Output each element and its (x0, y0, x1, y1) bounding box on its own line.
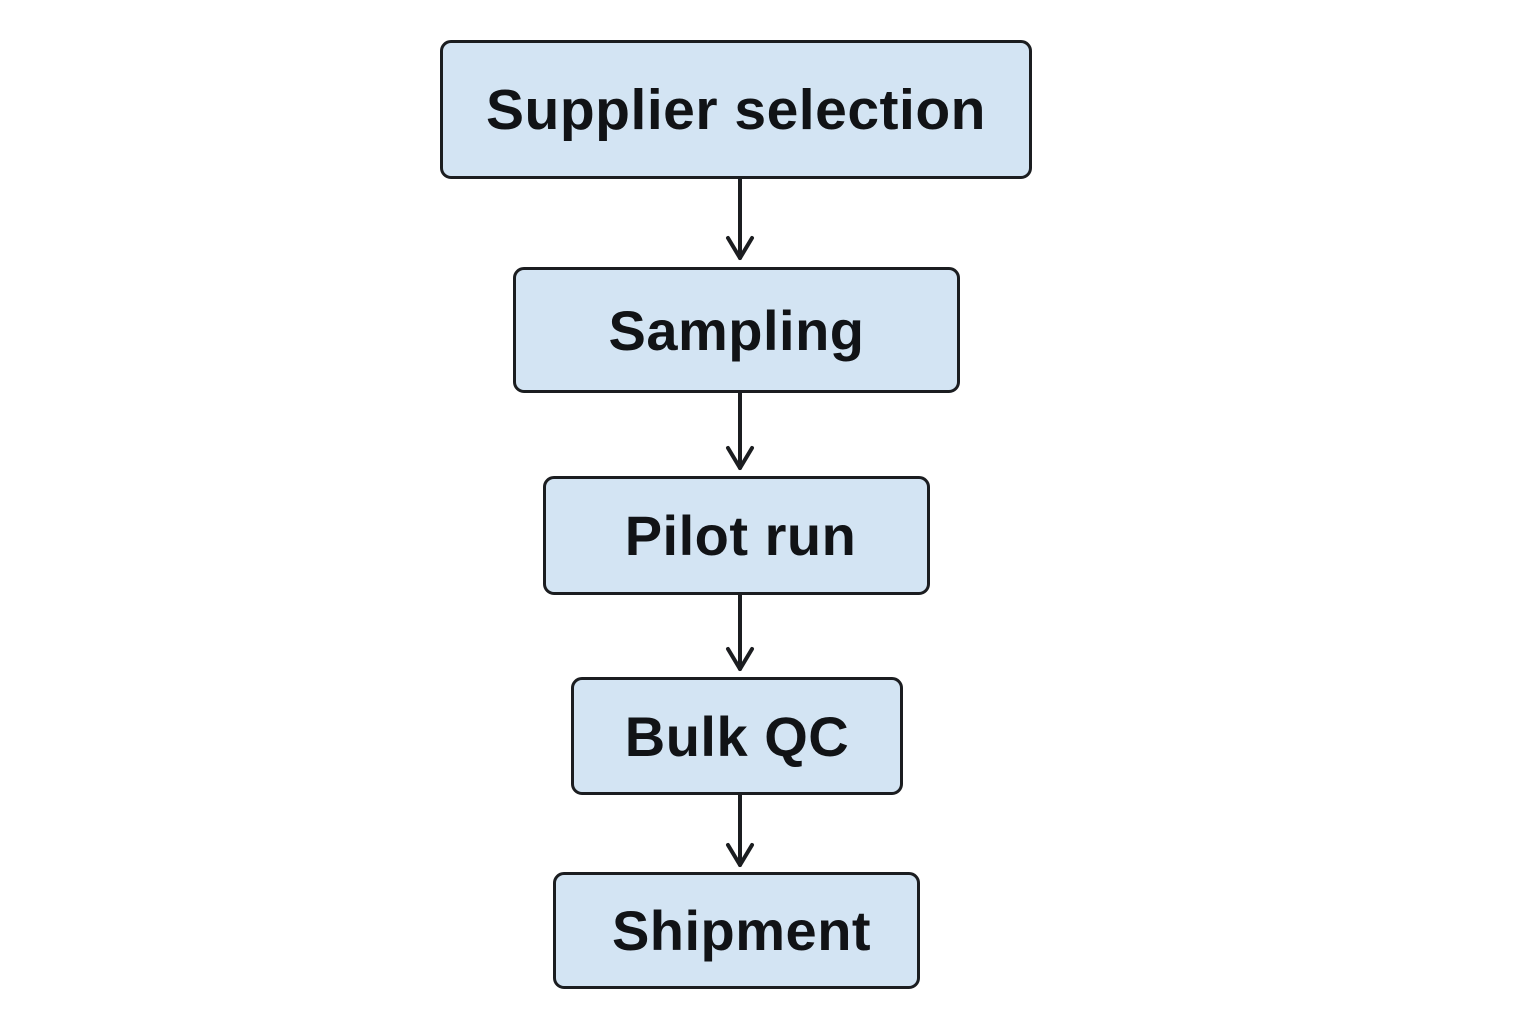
node-label: Bulk QC (624, 704, 850, 768)
arrow-pilot-to-bulkqc (726, 593, 754, 671)
arrowhead-icon (726, 647, 754, 671)
node-supplier-selection: Supplier selection (440, 40, 1032, 179)
node-label: Supplier selection (486, 77, 986, 142)
node-label: Pilot run (624, 504, 857, 567)
node-label: Shipment (611, 899, 872, 962)
node-label: Sampling (608, 298, 865, 362)
node-sampling: Sampling (513, 267, 960, 393)
node-pilot-run: Pilot run (543, 476, 930, 595)
arrow-bulkqc-to-shipment (726, 793, 754, 867)
arrowhead-icon (726, 843, 754, 867)
node-shipment: Shipment (553, 872, 920, 989)
arrowhead-icon (726, 236, 754, 260)
arrowhead-icon (726, 446, 754, 470)
arrow-supplier-to-sampling (726, 177, 754, 260)
arrow-sampling-to-pilot (726, 391, 754, 470)
node-bulk-qc: Bulk QC (571, 677, 903, 795)
